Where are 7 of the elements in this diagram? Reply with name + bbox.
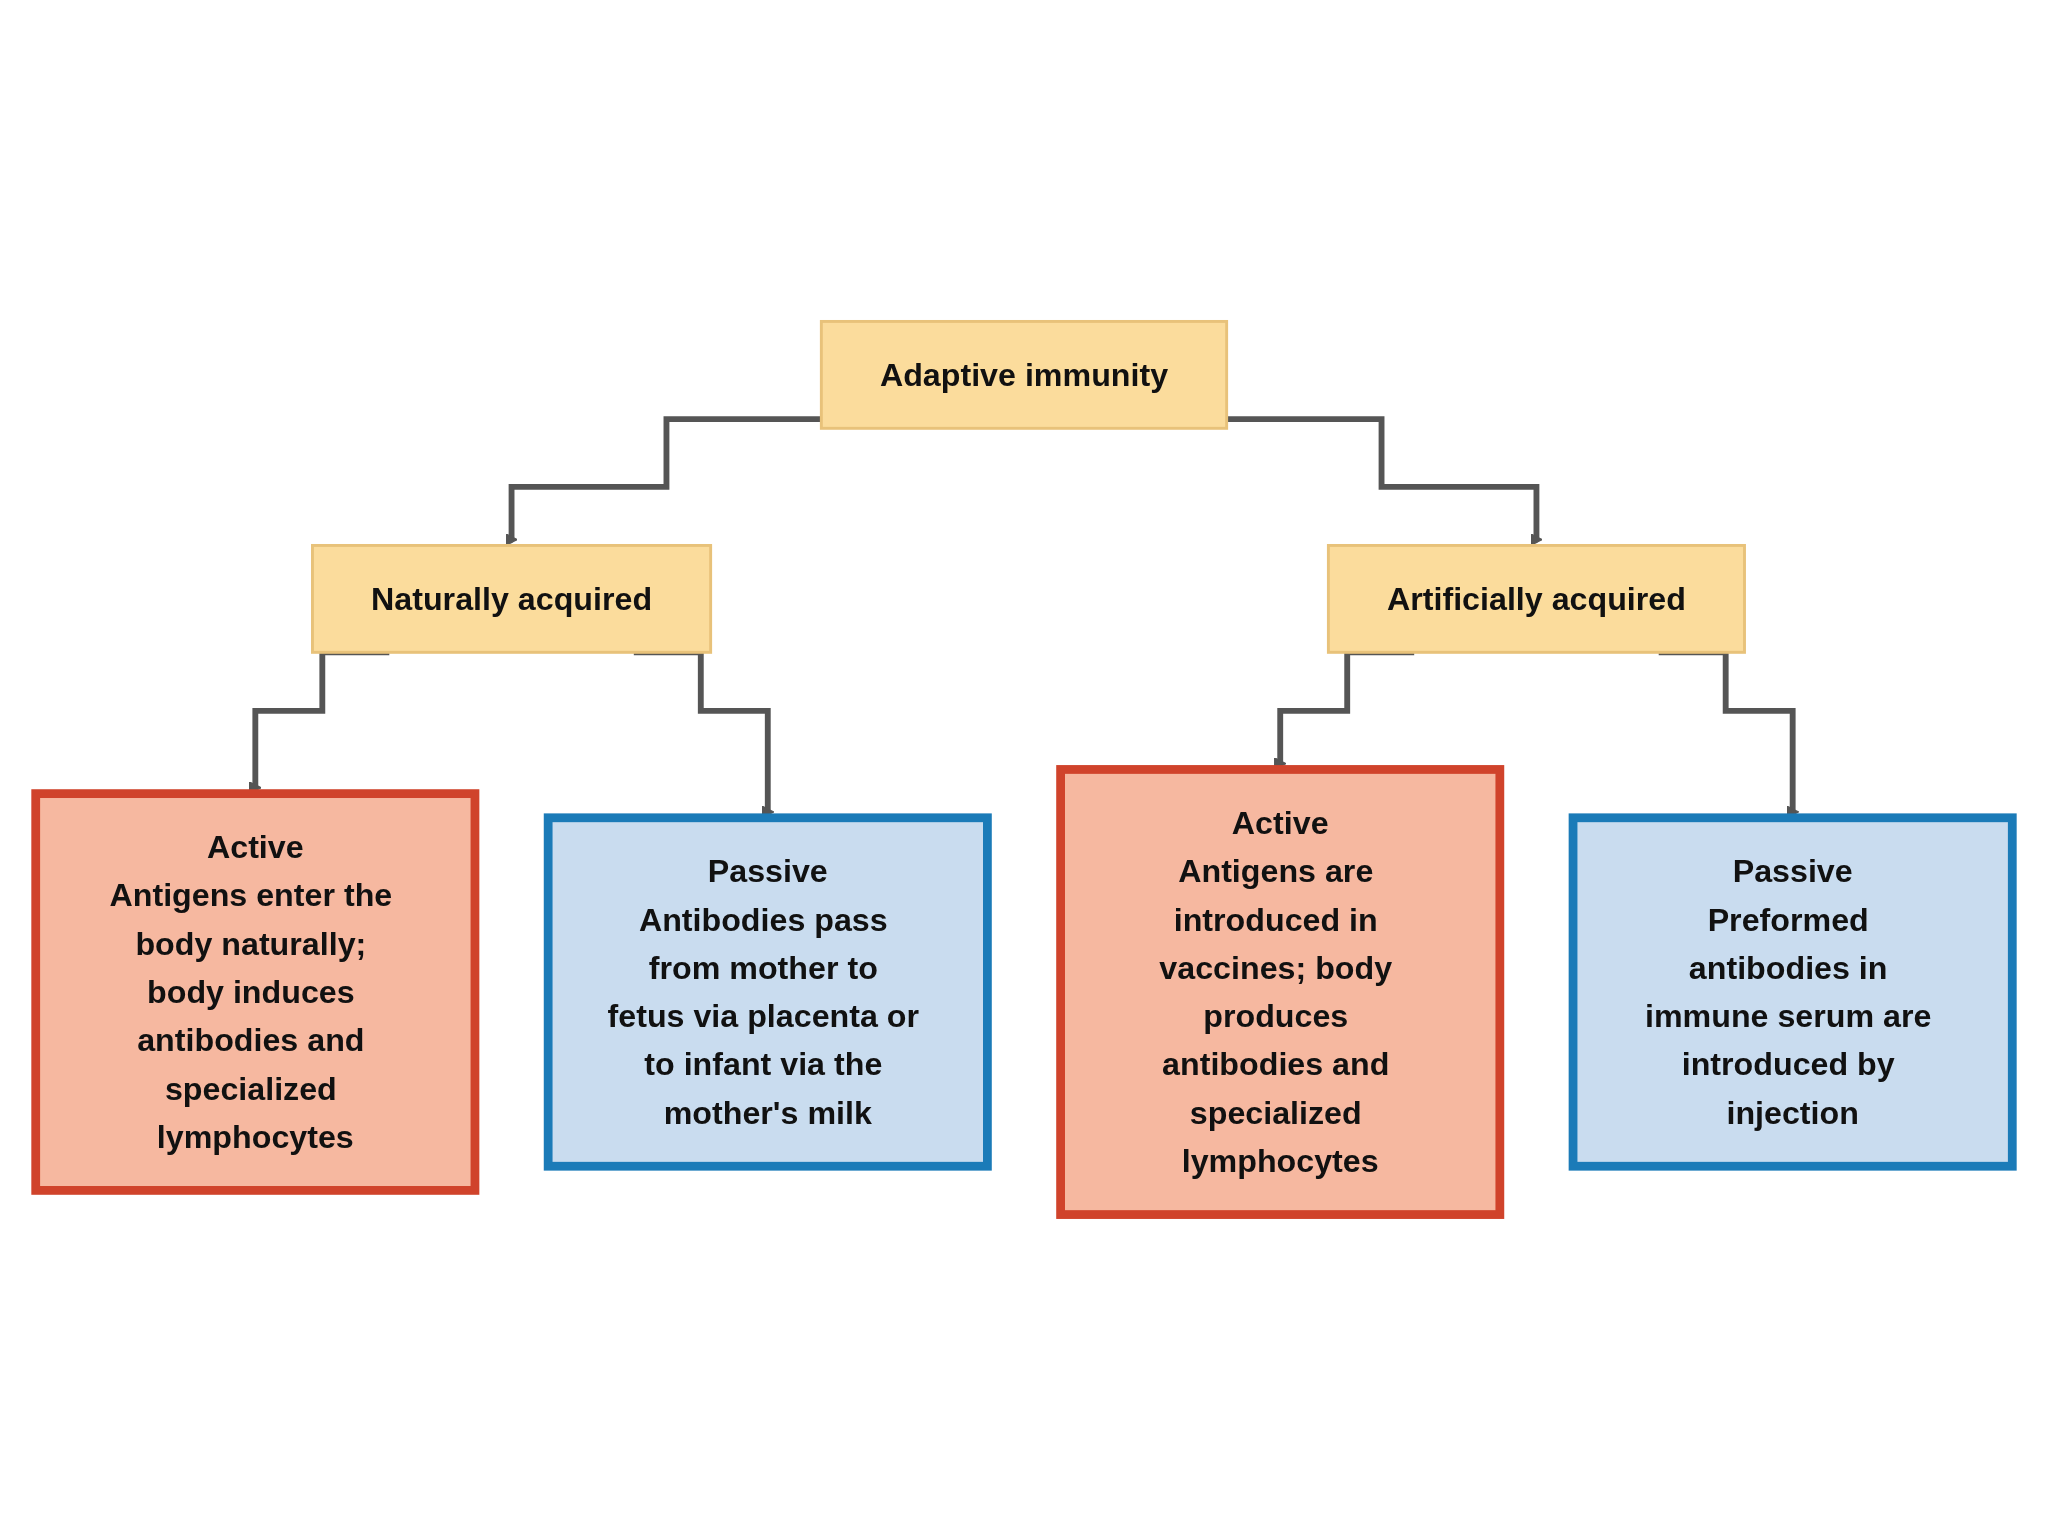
node-box: Adaptive immunity (819, 319, 1229, 430)
node-box: Active Antigens are introduced in vaccines; body produces antibodies and specialized lymphocytes (1056, 765, 1505, 1219)
node-box: Passive Antibodies pass from mother to fetus via placenta or to infant via the mother's milk (543, 813, 992, 1171)
node-box: Active Antigens enter the body naturally; body induces antibodies and specialized lymphocytes (31, 789, 480, 1195)
node-box: Passive Preformed antibodies in immune serum are introduced by injection (1568, 813, 2017, 1171)
node-box: Naturally acquired (311, 544, 713, 654)
node-box: Artificially acquired (1326, 544, 1746, 654)
